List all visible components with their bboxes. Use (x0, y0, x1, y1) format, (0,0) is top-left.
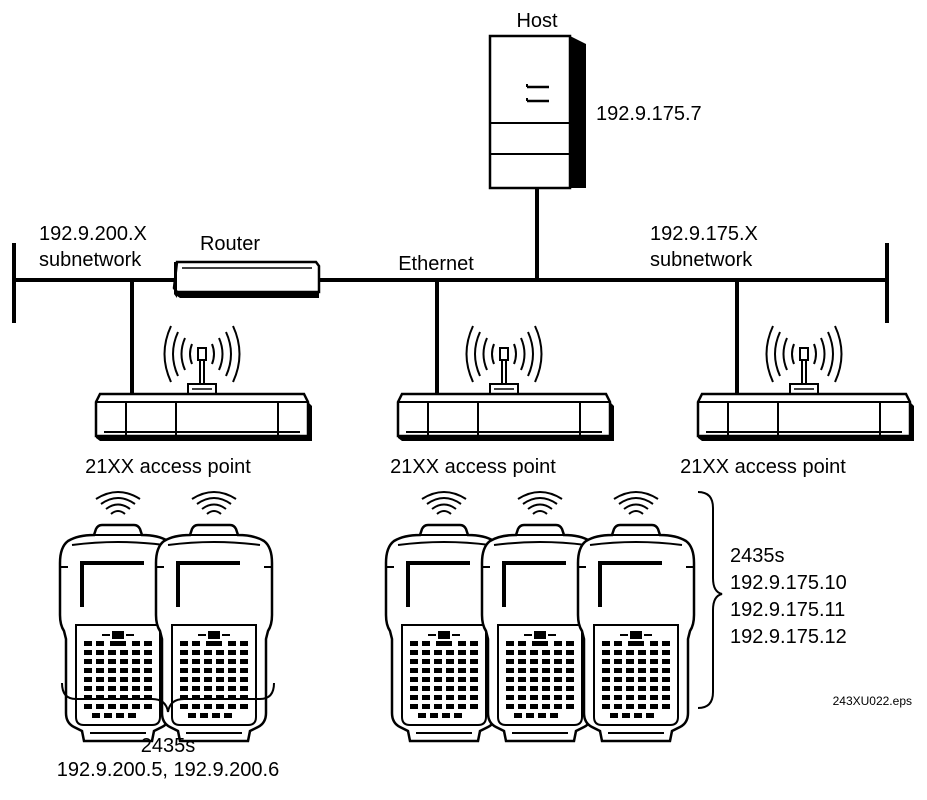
left-group-title: 2435s (141, 735, 196, 757)
access-point-left (96, 326, 312, 441)
left-group-ips: 192.9.200.5, 192.9.200.6 (57, 759, 279, 781)
subnet-right-ip: 192.9.175.X (650, 223, 758, 245)
access-point-right (698, 326, 914, 441)
subnet-left-label: subnetwork (39, 249, 142, 271)
access-point-center (398, 326, 614, 441)
handheld-terminal-5 (578, 525, 694, 741)
right-group-ip-1: 192.9.175.10 (730, 572, 847, 594)
right-group-title: 2435s (730, 545, 785, 567)
router-device (174, 262, 319, 298)
access-point-label-center: 21XX access point (390, 456, 556, 478)
host-label: Host (516, 10, 558, 32)
radio-waves-icon (518, 492, 562, 514)
subnet-right-label: subnetwork (650, 249, 753, 271)
file-label: 243XU022.eps (833, 694, 912, 708)
radio-waves-icon (192, 492, 236, 514)
right-group-ip-3: 192.9.175.12 (730, 626, 847, 648)
ethernet-label: Ethernet (398, 253, 474, 275)
handheld-terminal-2 (156, 525, 272, 741)
radio-waves-icon (96, 492, 140, 514)
host-ip-label: 192.9.175.7 (596, 103, 702, 125)
access-point-label-left: 21XX access point (85, 456, 251, 478)
host-server (490, 36, 586, 280)
radio-waves-icon (422, 492, 466, 514)
right-group-ip-2: 192.9.175.11 (730, 599, 845, 621)
brace-right (698, 492, 722, 708)
access-point-label-right: 21XX access point (680, 456, 846, 478)
radio-waves-icon (614, 492, 658, 514)
router-label: Router (200, 233, 260, 255)
subnet-left-ip: 192.9.200.X (39, 223, 147, 245)
